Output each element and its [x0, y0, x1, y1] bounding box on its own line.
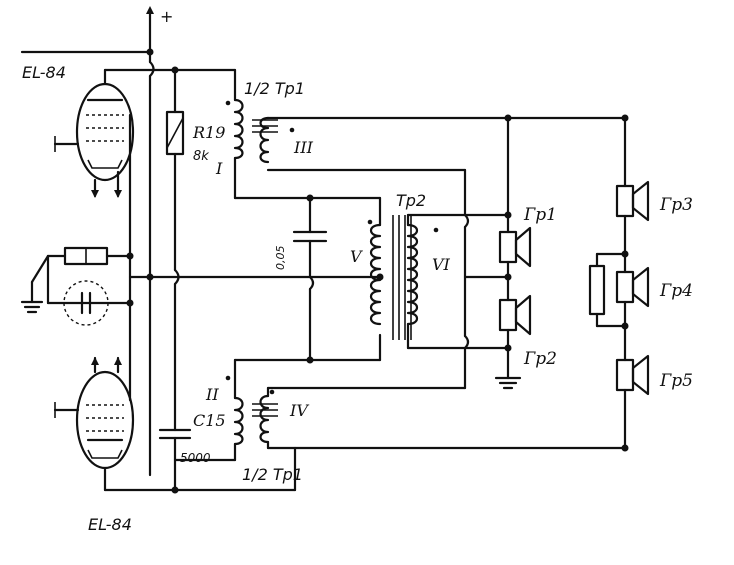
speaker-gr3 [615, 114, 650, 258]
capacitor-mid-value: 0,05 [274, 246, 287, 271]
speaker-gr1 [463, 114, 532, 302]
tube-bottom-label: EL-84 [88, 515, 132, 534]
winding-v-label: V [350, 247, 363, 266]
speaker-gr4 [588, 252, 650, 330]
tube-top-label: EL-84 [22, 63, 66, 82]
capacitor-c15 [158, 428, 192, 494]
c15-name: C15 [193, 411, 226, 430]
speaker-gr5 [615, 324, 650, 452]
winding-vi-label: VI [432, 255, 451, 274]
tube-top [53, 68, 177, 402]
half-tp1-bottom-label: 1/2 Tp1 [242, 465, 303, 484]
transformer-half-tp1-bottom [173, 346, 627, 492]
c15-value: 5000 [180, 451, 211, 465]
r19-name: R19 [192, 123, 225, 142]
r19-value: 8k [193, 149, 209, 164]
winding-i-label: I [215, 159, 223, 178]
speaker-gr2 [463, 273, 532, 390]
winding-iii-label: III [293, 138, 314, 157]
gr2-label: Гр2 [523, 349, 557, 369]
tp2-label: Tp2 [396, 191, 426, 210]
resistor-r19 [165, 66, 185, 432]
mid-wiring [128, 68, 384, 400]
tube-bottom [53, 356, 297, 492]
gr5-label: Гр5 [659, 371, 693, 391]
transformer-tp2 [367, 213, 470, 350]
winding-iv-label: IV [289, 401, 309, 420]
supply-plus-label: + [160, 7, 173, 26]
gr1-label: Гр1 [523, 205, 557, 225]
capacitor-mid [292, 196, 328, 279]
half-tp1-top-label: 1/2 Tp1 [244, 79, 305, 98]
gr4-label: Гр4 [659, 281, 693, 301]
gr3-label: Гр3 [659, 195, 693, 215]
cathode-bias-network [20, 246, 134, 326]
winding-ii-label: II [205, 385, 219, 404]
transformer-half-tp1-top [225, 98, 627, 217]
